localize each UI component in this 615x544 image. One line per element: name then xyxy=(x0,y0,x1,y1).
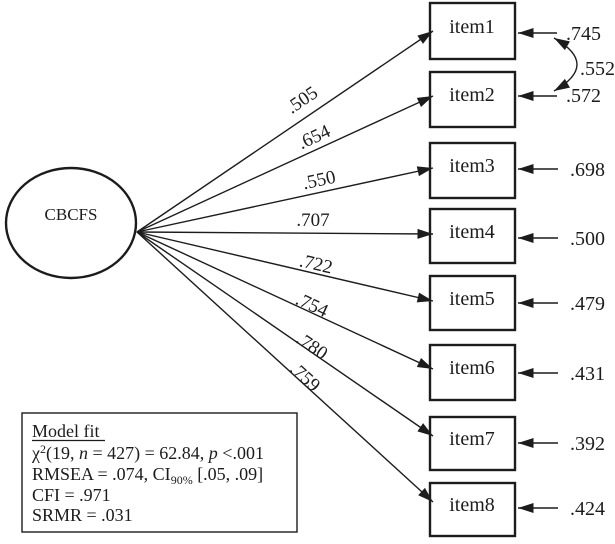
item1-label: item1 xyxy=(449,16,495,38)
loading-path-item3 xyxy=(136,166,434,233)
loading-path-item7 xyxy=(136,231,434,437)
model-fit-chi-square: χ2(19, n = 427) = 62.84, p <.001 xyxy=(31,442,264,464)
ci-subscript: 90% xyxy=(171,473,193,487)
loading-value-item5: .722 xyxy=(297,251,334,279)
error-value-item8: .424 xyxy=(570,498,605,520)
loading-path-item5 xyxy=(136,231,434,303)
loading-value-item4: .707 xyxy=(296,210,329,231)
item5-box xyxy=(428,274,517,332)
error-value-item1: .745 xyxy=(566,23,601,45)
item2-box xyxy=(428,70,517,129)
chi-superscript: 2 xyxy=(40,442,46,456)
item7-box xyxy=(428,415,517,472)
item6-label: item6 xyxy=(449,357,495,379)
loading-path-item2 xyxy=(136,95,434,233)
item4-box xyxy=(428,207,517,265)
latent-variable-label: CBCFS xyxy=(45,205,98,224)
loading-value-item8: .759 xyxy=(285,358,324,396)
item6-box xyxy=(428,343,517,402)
latent-variable-ellipse xyxy=(4,166,138,280)
item4-label: item4 xyxy=(449,221,495,243)
error-value-item6: .431 xyxy=(570,363,605,385)
item8-label: item8 xyxy=(449,494,495,516)
model-fit-srmr: SRMR = .031 xyxy=(32,505,133,525)
loading-value-item6: .754 xyxy=(292,289,331,322)
model-fit-title: Model fit xyxy=(32,421,100,441)
item3-label: item3 xyxy=(449,155,495,177)
item3-box xyxy=(428,141,517,200)
error-value-item2: .572 xyxy=(566,85,601,107)
model-fit-cfi: CFI = .971 xyxy=(32,485,111,505)
loading-value-item2: .654 xyxy=(295,121,334,154)
item8-box xyxy=(428,481,517,538)
error-value-item3: .698 xyxy=(570,159,605,181)
item2-label: item2 xyxy=(449,84,495,106)
error-value-item5: .479 xyxy=(570,293,605,315)
model-fit-box xyxy=(21,412,298,533)
error-value-item7: .392 xyxy=(570,433,605,455)
error-value-item4: .500 xyxy=(570,228,605,250)
model-fit-rmsea: RMSEA = .074, CI90% [.05, .09] xyxy=(32,464,263,487)
item5-label: item5 xyxy=(449,288,495,310)
error-covariance-arrow xyxy=(553,37,578,92)
item1-box xyxy=(428,1,517,61)
error-covariance-value: .552 xyxy=(580,58,615,80)
loading-value-item1: .505 xyxy=(283,82,322,118)
loading-path-item6 xyxy=(136,231,434,370)
item7-label: item7 xyxy=(449,428,495,450)
loading-path-item4 xyxy=(136,228,434,239)
loading-path-item1 xyxy=(136,30,434,233)
chi-symbol: χ xyxy=(31,443,40,463)
loading-path-item8 xyxy=(136,231,434,503)
